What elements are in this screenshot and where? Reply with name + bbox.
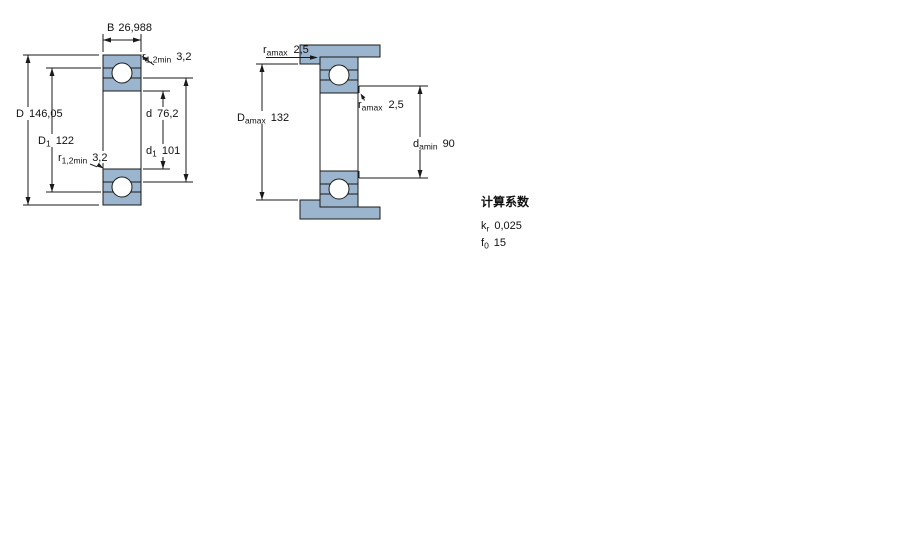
ball-top [111,62,133,84]
arrowhead [96,162,104,169]
label-mask [144,107,181,120]
ball-bottom [328,178,350,200]
arrowhead [103,37,111,43]
arrowhead [49,184,55,192]
arrowhead [417,170,423,178]
label-mask [56,151,114,163]
calculation-factors-title: 计算系数 [481,194,530,209]
bearing-cross-section-figure [102,54,142,206]
bearing-bottom-section [319,170,359,208]
ball-top [328,64,350,86]
mounting-figure [299,44,381,220]
arrowhead [141,56,149,62]
arrowhead [25,197,31,205]
bearing-outline [319,56,359,208]
bearing-outline [102,54,142,206]
ball-bottom [111,176,133,198]
arrowhead [183,78,189,86]
label-mask [36,134,78,147]
arrowhead [25,55,31,63]
label-mask [144,144,182,157]
arrowhead [310,55,318,60]
arrowhead [259,192,265,200]
arrowhead [417,86,423,94]
arrowhead [49,68,55,76]
leader-line [89,163,98,168]
arrowhead [259,64,265,72]
label-mask [411,137,457,150]
arrowhead [160,161,166,169]
arrowhead [160,91,166,99]
arrowhead [183,174,189,182]
label-mask [235,111,291,124]
arrowhead [133,37,141,43]
arrowhead [360,93,366,100]
leader-line [146,59,155,66]
